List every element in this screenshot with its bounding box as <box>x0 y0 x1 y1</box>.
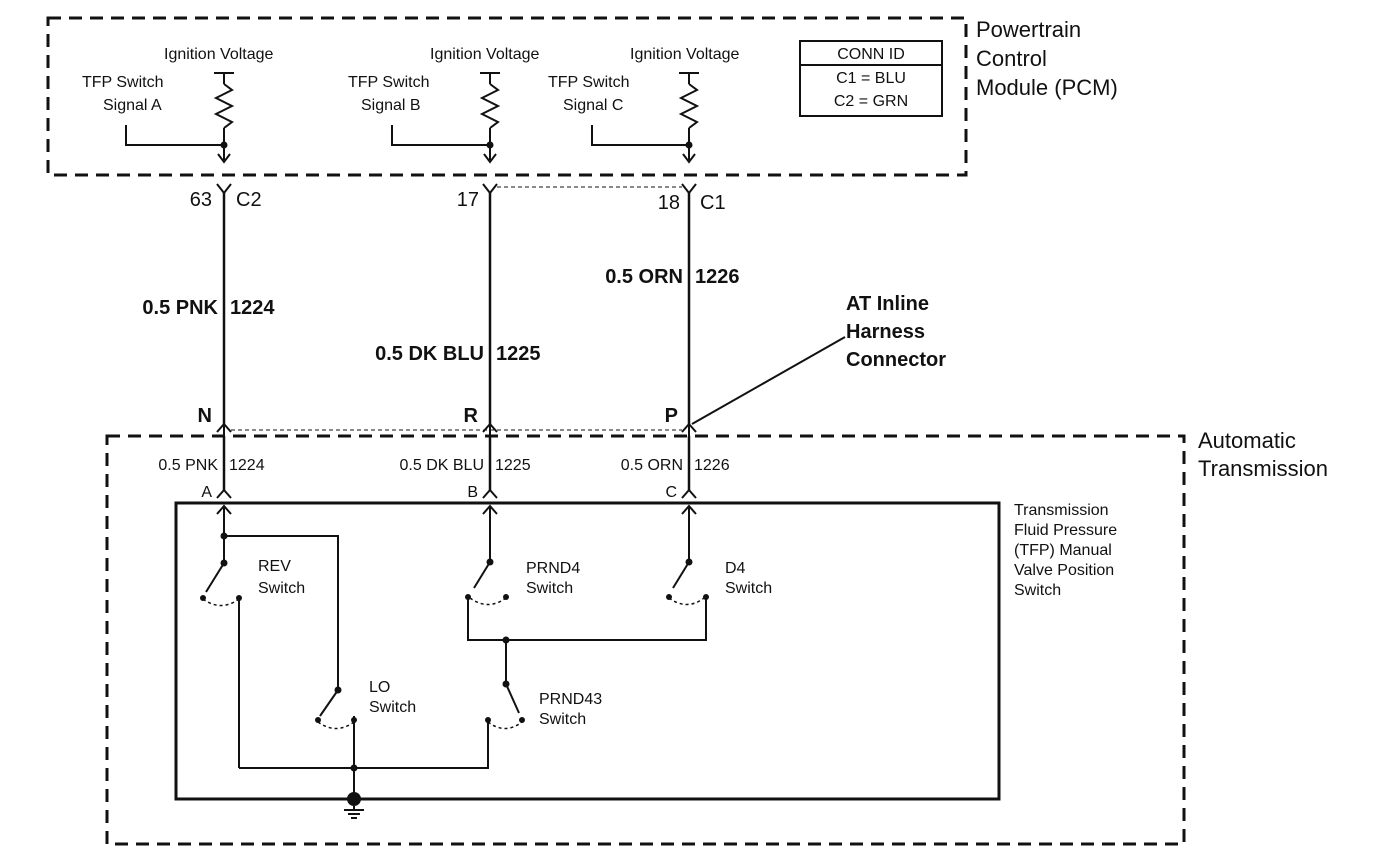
inline-connector-leader <box>691 336 846 425</box>
wire-circuit-b: 1225 <box>496 343 541 365</box>
pin-connector-icon <box>681 183 697 195</box>
signal-b-label: TFP Switch Signal B <box>348 74 434 114</box>
switch-pivot <box>220 559 228 567</box>
switch-pivot <box>685 558 693 566</box>
pin-b: B <box>467 484 478 501</box>
trans-wire-label-a: 0.5 PNK <box>158 457 218 474</box>
pin-connector-icon <box>482 183 498 195</box>
tfp-switch-label: Transmission Fluid Pressure (TFP) Manual… <box>1014 502 1122 599</box>
pin-a: A <box>201 484 212 501</box>
signal-a-label: TFP Switch Signal A <box>82 74 168 114</box>
wire-label-a: 0.5 PNK <box>142 297 218 319</box>
switch-pivot <box>502 680 510 688</box>
pin-connector-icon <box>482 488 498 499</box>
switch-contact <box>236 595 242 601</box>
junction-dot <box>486 141 494 149</box>
signal-c-label: TFP Switch Signal C <box>548 74 634 114</box>
transmission-title: Automatic Transmission <box>1198 428 1328 481</box>
conn-id-table: CONN ID C1 = BLU C2 = GRN <box>799 40 943 117</box>
pin-n: N <box>198 405 212 427</box>
ignition-voltage-label-a: Ignition Voltage <box>164 46 274 63</box>
transmission-boundary <box>105 434 1186 846</box>
connector-c1: C1 <box>700 192 726 214</box>
conn-id-row: C2 = GRN <box>834 93 908 110</box>
switch-contact <box>703 594 709 600</box>
pin-p: P <box>665 405 678 427</box>
wire-circuit-a: 1224 <box>230 297 275 319</box>
trans-wire-circuit-c: 1226 <box>694 457 730 474</box>
rev-switch-label: REV Switch <box>258 558 305 597</box>
switch-arc <box>317 721 355 730</box>
junction-dot <box>220 141 228 149</box>
switch-contact <box>315 717 321 723</box>
prnd43-switch-label: PRND43 Switch <box>539 691 607 728</box>
switch-pivot <box>486 558 494 566</box>
junction-dot <box>502 636 510 644</box>
junction-dot <box>220 532 228 540</box>
pullup-circuit-c <box>591 72 700 164</box>
pin-connector-icon <box>216 488 232 499</box>
switch-network <box>205 506 707 796</box>
switch-arc <box>668 597 705 606</box>
switch-contact <box>351 717 357 723</box>
wire-circuit-c: 1226 <box>695 266 740 288</box>
switch-arc <box>469 597 507 606</box>
pin-connector-icon <box>681 488 697 499</box>
tfp-switch-assembly <box>174 501 1001 801</box>
switch-contact <box>465 594 471 600</box>
pin-18: 18 <box>658 192 680 214</box>
pin-63: 63 <box>190 189 212 211</box>
ground-icon <box>344 792 364 819</box>
inline-connector-label: AT Inline Harness Connector <box>846 293 946 371</box>
switch-arc <box>202 598 240 607</box>
switch-contact <box>503 594 509 600</box>
pin-c: C <box>665 484 677 501</box>
lo-switch-label: LO Switch <box>369 679 416 716</box>
switch-contact <box>519 717 525 723</box>
pcm-boundary <box>46 16 968 177</box>
conn-id-row: C1 = BLU <box>836 70 906 87</box>
switch-contact <box>485 717 491 723</box>
pin-connector-icon <box>216 183 232 195</box>
ignition-voltage-label-c: Ignition Voltage <box>630 46 740 63</box>
pin-r: R <box>464 405 479 427</box>
trans-wire-circuit-a: 1224 <box>229 457 265 474</box>
wire-label-c: 0.5 ORN <box>605 266 683 288</box>
conn-id-header: CONN ID <box>837 46 905 63</box>
prnd4-switch-label: PRND4 Switch <box>526 560 585 597</box>
switch-arc <box>487 721 523 730</box>
junction-dot <box>685 141 693 149</box>
connector-c2: C2 <box>236 189 262 211</box>
trans-wire-label-c: 0.5 ORN <box>621 457 683 474</box>
switch-pivot <box>334 686 342 694</box>
pin-17: 17 <box>457 189 479 211</box>
junction-dot <box>350 764 358 772</box>
ignition-voltage-label-b: Ignition Voltage <box>430 46 540 63</box>
trans-wire-circuit-b: 1225 <box>495 457 531 474</box>
pcm-title: Powertrain Control Module (PCM) <box>976 17 1118 100</box>
wire-label-b: 0.5 DK BLU <box>375 343 484 365</box>
d4-switch-label: D4 Switch <box>725 560 772 597</box>
switch-contact <box>200 595 206 601</box>
switch-contact <box>666 594 672 600</box>
trans-wire-label-b: 0.5 DK BLU <box>400 457 484 474</box>
